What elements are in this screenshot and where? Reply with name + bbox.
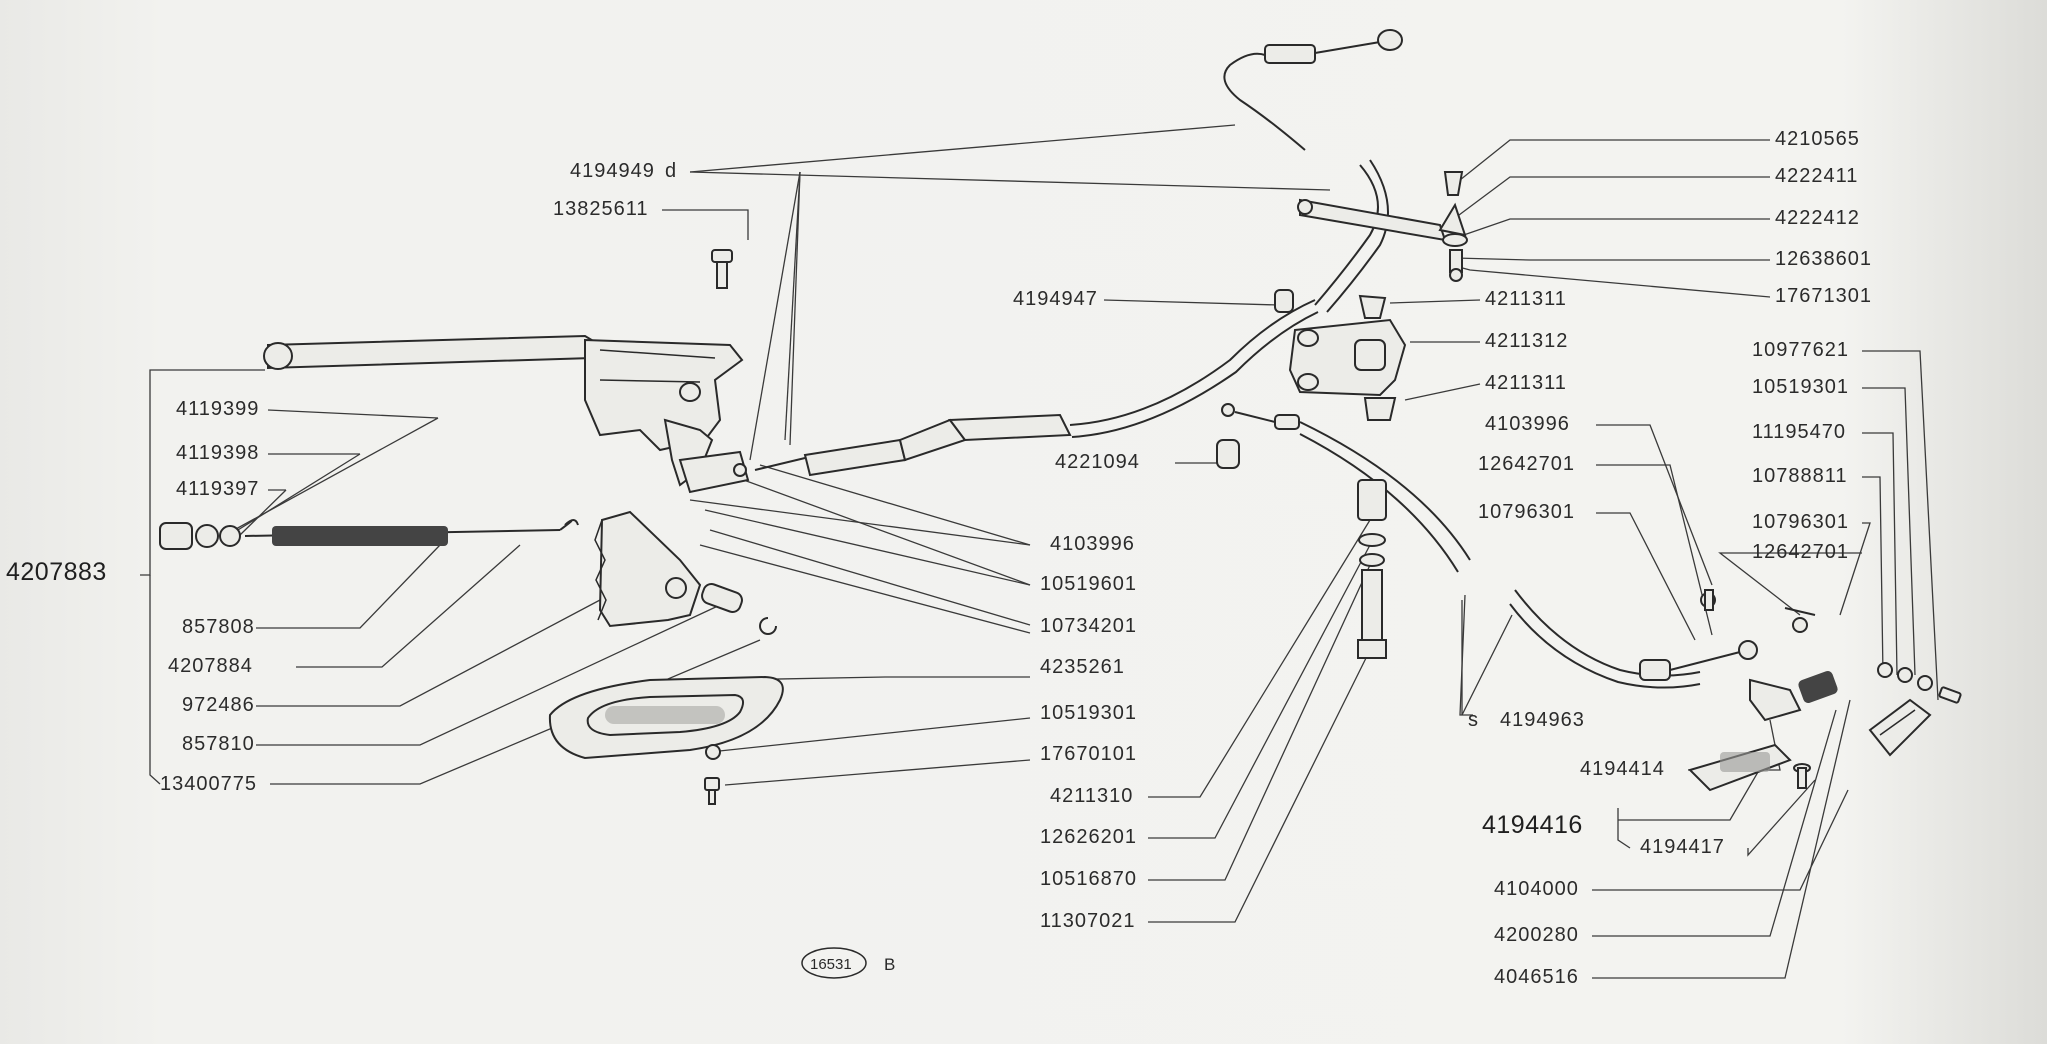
label-10788811: 10788811 <box>1752 465 1848 487</box>
label-4211311-top: 4211311 <box>1485 288 1567 310</box>
label-4222412: 4222412 <box>1775 207 1860 229</box>
hand-brake-lever <box>263 334 750 494</box>
label-4194949: 4194949 <box>570 160 655 182</box>
equalizer-bracket <box>1216 294 1407 469</box>
label-4210565: 4210565 <box>1775 128 1860 150</box>
label-4207883: 4207883 <box>6 558 107 586</box>
label-10516870: 10516870 <box>1040 868 1137 890</box>
bolt-stack-4211310 <box>1357 479 1387 659</box>
label-11195470: 11195470 <box>1752 421 1846 443</box>
label-4103996-left: 4103996 <box>1050 533 1135 555</box>
label-12638601: 12638601 <box>1775 248 1872 270</box>
label-857808: 857808 <box>182 616 255 638</box>
label-4119399: 4119399 <box>176 398 259 420</box>
rod-spring <box>159 519 579 550</box>
label-11307021: 11307021 <box>1040 910 1136 932</box>
bolt-13825611 <box>711 249 733 289</box>
label-10796301-far: 10796301 <box>1752 511 1849 533</box>
front-brake-cable <box>754 29 1403 477</box>
label-4211310: 4211310 <box>1050 785 1133 807</box>
screw-17670101 <box>704 744 721 805</box>
pin-and-clip <box>701 583 777 635</box>
bolt-4104000 <box>1793 763 1811 789</box>
label-857810: 857810 <box>182 733 255 755</box>
label-12642701-far: 12642701 <box>1752 541 1849 563</box>
label-4211311-bottom: 4211311 <box>1485 372 1567 394</box>
sheet-letter: B <box>884 955 895 974</box>
label-4200280: 4200280 <box>1494 924 1579 946</box>
label-4119397: 4119397 <box>176 478 259 500</box>
lever-boot-gasket <box>548 675 784 760</box>
label-10734201: 10734201 <box>1040 615 1137 637</box>
label-4221094: 4221094 <box>1055 451 1140 473</box>
sheet-code: 16531 <box>810 956 852 973</box>
label-4194963: 4194963 <box>1500 709 1585 731</box>
label-4194414: 4194414 <box>1580 758 1665 780</box>
label-4207884: 4207884 <box>168 655 253 677</box>
label-4235261: 4235261 <box>1040 656 1125 678</box>
label-10977621: 10977621 <box>1752 339 1849 361</box>
label-13400775: 13400775 <box>160 773 257 795</box>
ratchet-sector <box>594 510 702 628</box>
label-10796301-right: 10796301 <box>1478 501 1575 523</box>
part-number-labels: 4194949 d 13825611 4119399 4119398 41193… <box>6 128 1872 988</box>
label-4211312: 4211312 <box>1485 330 1568 352</box>
upper-equalizer-lever <box>1297 171 1468 282</box>
bracket-4194417 <box>1688 743 1792 792</box>
label-13825611: 13825611 <box>553 198 649 220</box>
return-spring <box>1700 589 1838 722</box>
plate-4046516 <box>1868 698 1932 757</box>
label-972486: 972486 <box>182 694 255 716</box>
label-12642701-right: 12642701 <box>1478 453 1575 475</box>
label-12626201: 12626201 <box>1040 826 1137 848</box>
label-4194947: 4194947 <box>1013 288 1098 310</box>
label-4194963-prefix: s <box>1468 709 1479 731</box>
rear-brake-cable <box>1221 403 1758 689</box>
label-4222411: 4222411 <box>1775 165 1858 187</box>
label-4103996-right: 4103996 <box>1485 413 1570 435</box>
label-4194417: 4194417 <box>1640 836 1725 858</box>
right-small-hardware <box>1784 607 1962 704</box>
label-10519601: 10519601 <box>1040 573 1137 595</box>
label-17671301: 17671301 <box>1775 285 1872 307</box>
label-4194416: 4194416 <box>1482 811 1583 839</box>
label-4194949-suffix: d <box>665 160 677 182</box>
label-10519301-right: 10519301 <box>1752 376 1849 398</box>
label-4046516: 4046516 <box>1494 966 1579 988</box>
label-4119398: 4119398 <box>176 442 259 464</box>
label-17670101: 17670101 <box>1040 743 1137 765</box>
label-4104000: 4104000 <box>1494 878 1579 900</box>
sheet-reference-stamp: 16531 B <box>801 947 895 979</box>
label-10519301-left: 10519301 <box>1040 702 1137 724</box>
